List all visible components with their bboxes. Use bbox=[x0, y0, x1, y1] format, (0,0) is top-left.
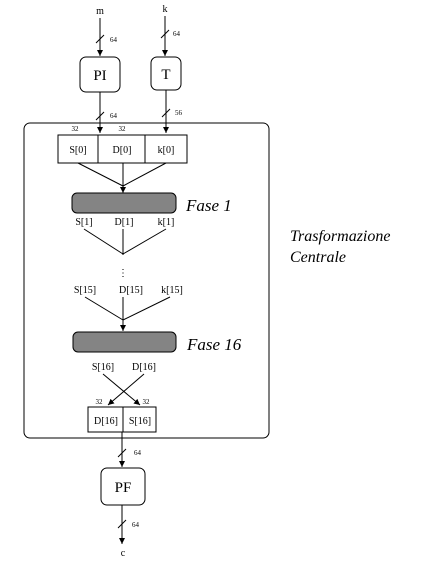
output-width-right: 32 bbox=[143, 398, 151, 406]
register-k0: k[0] bbox=[158, 145, 175, 156]
stage1-d1: D[1] bbox=[115, 217, 134, 228]
input-m-label: m bbox=[96, 6, 104, 17]
central-transformation-frame bbox=[23, 122, 270, 439]
stage15-converge-left bbox=[84, 296, 124, 321]
pi-width-label: 64 bbox=[110, 112, 118, 120]
phase-16-label: Fase 16 bbox=[186, 335, 242, 354]
input-k-label: k bbox=[163, 4, 168, 15]
register-s0: S[0] bbox=[69, 145, 86, 156]
input-register bbox=[57, 134, 188, 164]
central-label-line1: Trasformazione bbox=[290, 228, 390, 245]
pf-out-width-label: 64 bbox=[132, 521, 140, 529]
converge-k0-line bbox=[122, 162, 167, 187]
stage15-d15: D[15] bbox=[119, 285, 143, 296]
phase-1-block bbox=[71, 192, 177, 214]
pf-box bbox=[100, 467, 146, 506]
register-d0: D[0] bbox=[113, 145, 132, 156]
stage16-s16: S[16] bbox=[92, 362, 114, 373]
pf-in-width-slash bbox=[117, 448, 127, 458]
t-width-slash bbox=[161, 108, 171, 118]
stage1-converge-right bbox=[122, 228, 167, 255]
pf-out-width-slash bbox=[117, 519, 127, 529]
stage15-k15: k[15] bbox=[161, 285, 183, 296]
pi-label: PI bbox=[93, 68, 106, 84]
stage1-k1: k[1] bbox=[158, 217, 175, 228]
phase-16-block bbox=[72, 331, 177, 353]
stage15-converge-right bbox=[122, 296, 171, 321]
register-s16: S[16] bbox=[129, 416, 151, 427]
register-d16: D[16] bbox=[94, 416, 118, 427]
register-width-left: 32 bbox=[72, 125, 80, 133]
converge-s0-line bbox=[77, 162, 124, 187]
k-width-label: 64 bbox=[173, 30, 181, 38]
phase-ellipsis: ⋮ bbox=[118, 268, 128, 279]
phase-1-label: Fase 1 bbox=[185, 196, 232, 215]
swap-d16-arrow bbox=[107, 373, 145, 406]
output-register bbox=[87, 406, 157, 433]
register-width-right: 32 bbox=[119, 125, 127, 133]
stage16-d16: D[16] bbox=[132, 362, 156, 373]
k-width-slash bbox=[160, 29, 170, 39]
pi-width-slash bbox=[95, 111, 105, 121]
m-width-slash bbox=[95, 34, 105, 44]
stage1-s1: S[1] bbox=[75, 217, 92, 228]
central-label-line2: Centrale bbox=[290, 249, 346, 266]
pf-label: PF bbox=[115, 480, 132, 496]
swap-s16-arrow bbox=[102, 373, 141, 406]
stage1-converge-left bbox=[83, 228, 124, 255]
m-width-label: 64 bbox=[110, 36, 118, 44]
t-label: T bbox=[161, 67, 170, 83]
stage15-s15: S[15] bbox=[74, 285, 96, 296]
pf-in-width-label: 64 bbox=[134, 449, 142, 457]
output-width-left: 32 bbox=[96, 398, 104, 406]
t-width-label: 56 bbox=[175, 109, 183, 117]
output-c-label: c bbox=[121, 548, 126, 559]
